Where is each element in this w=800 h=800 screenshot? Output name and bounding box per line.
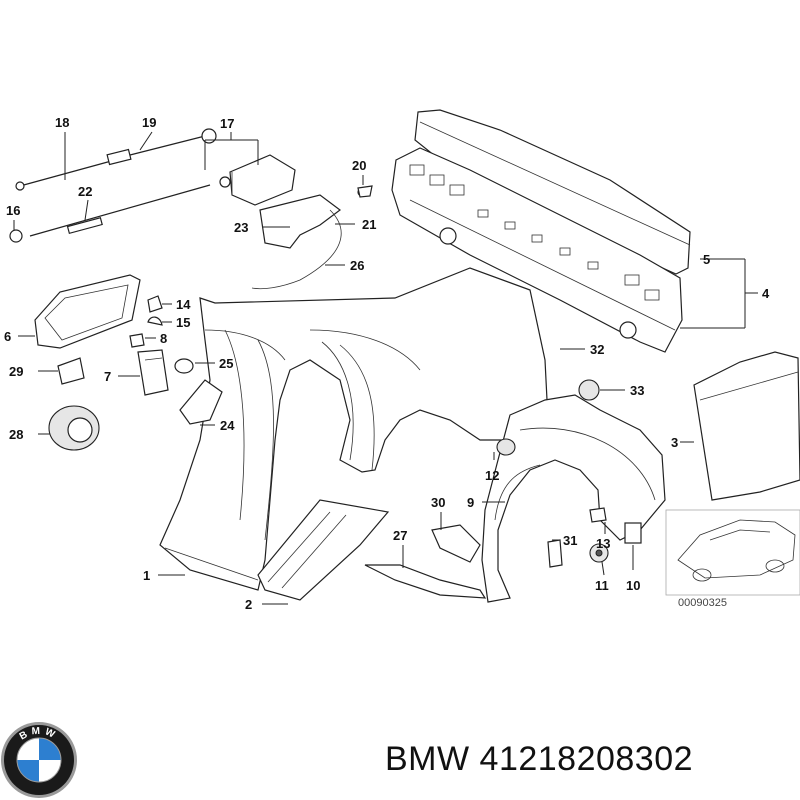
callout-23: 23 (234, 220, 248, 235)
actuator (219, 154, 296, 206)
callout-13: 13 (596, 536, 610, 551)
callout-11: 11 (595, 578, 609, 593)
page-title: BMW 41218208302 (385, 740, 694, 778)
callout-25: 25 (219, 356, 233, 371)
callout-8: 8 (160, 331, 167, 346)
callout-15: 15 (176, 315, 190, 330)
callout-18: 18 (55, 115, 69, 130)
callout-28: 28 (9, 427, 23, 442)
callout-33: 33 (630, 383, 644, 398)
bmw-logo: BMW (1, 722, 77, 798)
leader-lines (13, 131, 758, 605)
inset-car-picture: 00090325 (665, 509, 800, 609)
callout-29: 29 (9, 364, 23, 379)
flap-parts (34, 274, 223, 451)
callout-4: 4 (762, 286, 770, 301)
fixings (357, 185, 642, 599)
callout-2: 2 (245, 597, 252, 612)
callout-22: 22 (78, 184, 92, 199)
callout-10: 10 (626, 578, 640, 593)
callout-3: 3 (671, 435, 678, 450)
reference-code: 00090325 (678, 597, 727, 609)
callout-27: 27 (393, 528, 407, 543)
callout-12: 12 (485, 468, 499, 483)
callout-21: 21 (362, 217, 376, 232)
sill-piece (257, 499, 390, 601)
wheel-arch-liner (481, 394, 666, 603)
callout-16: 16 (6, 203, 20, 218)
callout-1: 1 (143, 568, 150, 583)
cables-upper (9, 128, 217, 243)
callout-20: 20 (352, 158, 366, 173)
callout-labels: 1 2 3 4 5 6 7 8 9 10 11 12 13 14 15 16 1… (4, 115, 770, 612)
callout-6: 6 (4, 329, 11, 344)
callout-7: 7 (104, 369, 111, 384)
callout-30: 30 (431, 495, 445, 510)
side-trim (693, 351, 800, 501)
callout-17: 17 (220, 116, 234, 131)
callout-31: 31 (563, 533, 577, 548)
callout-24: 24 (220, 418, 235, 433)
callout-19: 19 (142, 115, 156, 130)
rear-panel (391, 109, 691, 353)
callout-9: 9 (467, 495, 474, 510)
callout-26: 26 (350, 258, 364, 273)
callout-32: 32 (590, 342, 604, 357)
callout-5: 5 (703, 252, 710, 267)
callout-14: 14 (176, 297, 191, 312)
side-panel (159, 267, 549, 591)
bracket (251, 187, 367, 290)
